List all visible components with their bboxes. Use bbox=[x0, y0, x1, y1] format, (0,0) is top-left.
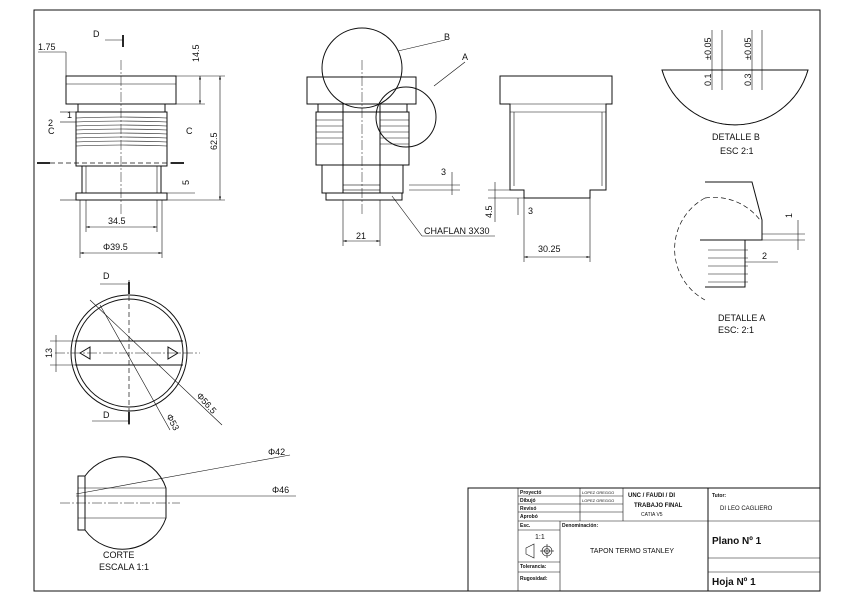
front-dim-2: 2 bbox=[48, 118, 53, 128]
front-dim-1-75: 1.75 bbox=[38, 42, 56, 52]
side-label-b: B bbox=[444, 32, 450, 42]
detail-a-circle bbox=[375, 86, 437, 148]
side-label-a: A bbox=[462, 52, 468, 62]
front-section-c-right: C bbox=[186, 126, 193, 136]
tb-row-label-reviso: Revisó bbox=[520, 506, 536, 512]
top-dim-53: Φ53 bbox=[164, 412, 181, 432]
section-dim-30-25: 30.25 bbox=[538, 244, 561, 254]
top-dim-56-5: Φ56.5 bbox=[195, 391, 219, 416]
detail-b-tol-right: ±0.05 bbox=[743, 38, 753, 60]
side-thread-lines bbox=[316, 119, 409, 145]
corte-dim-42: Φ42 bbox=[268, 447, 285, 457]
side-chamfer-note: CHAFLAN 3X30 bbox=[424, 226, 490, 236]
front-dim-62-5: 62.5 bbox=[209, 132, 219, 150]
detail-b-title: DETALLE B bbox=[712, 132, 760, 142]
detail-a-title: DETALLE A bbox=[718, 313, 765, 323]
front-section-c-left: C bbox=[48, 126, 55, 136]
front-dim-39-5: Φ39.5 bbox=[103, 242, 128, 252]
tb-hoja: Hoja Nº 1 bbox=[712, 577, 756, 588]
side-dim-3: 3 bbox=[441, 167, 446, 177]
detail-b-circle bbox=[321, 27, 403, 109]
tb-tutor-label: Tutor: bbox=[712, 493, 726, 499]
side-dim-21: 21 bbox=[356, 231, 366, 241]
front-dim-14-5: 14.5 bbox=[191, 44, 201, 62]
section-view: 4.5 3 30.25 bbox=[484, 75, 613, 262]
tb-institution: UNC / FAUDI / DI bbox=[628, 493, 675, 499]
top-dim-13: 13 bbox=[44, 348, 54, 358]
front-view: D 1.75 C C bbox=[37, 29, 225, 258]
detail-b-val-left: 0.1 bbox=[703, 73, 713, 86]
tb-row-label-aprobo: Aprobó bbox=[520, 514, 538, 520]
title-block: Proyectó LOPEZ GREGGO Dibujó LOPEZ GREGG… bbox=[467, 487, 821, 592]
side-view: B A 3 21 CHAFLAN 3X30 bbox=[306, 27, 495, 246]
tb-work: TRABAJO FINAL bbox=[634, 503, 683, 509]
tb-row-value-dibujo: LOPEZ GREGGO bbox=[582, 498, 614, 503]
front-dim-34-5: 34.5 bbox=[108, 216, 126, 226]
sheet-border bbox=[33, 9, 821, 592]
tb-row-label-proyecto: Proyectó bbox=[520, 490, 541, 496]
detail-b-val-right: 0.3 bbox=[743, 73, 753, 86]
section-dim-4-5: 4.5 bbox=[484, 205, 494, 218]
corte-view: Φ42 Φ46 CORTE ESCALA 1:1 bbox=[60, 447, 296, 572]
detail-a-dim-1: 1 bbox=[784, 213, 794, 218]
detail-a-view: 1 2 DETALLE A ESC: 2:1 bbox=[674, 181, 805, 335]
corte-scale: ESCALA 1:1 bbox=[99, 562, 149, 572]
tb-row-value-proyecto: LOPEZ GREGGO bbox=[582, 490, 614, 495]
section-dim-3: 3 bbox=[528, 206, 533, 216]
tb-esc-value: 1:1 bbox=[535, 534, 545, 541]
tb-denominacion-label: Denominación: bbox=[562, 523, 598, 529]
front-dim-5: 5 bbox=[181, 180, 191, 185]
tb-esc-label: Esc. bbox=[520, 523, 531, 529]
tb-tolerancia-label: Tolerancia: bbox=[520, 564, 547, 570]
tb-plano: Plano Nº 1 bbox=[712, 536, 762, 547]
top-letter-d-top: D bbox=[103, 271, 110, 281]
detail-b-view: ±0.05 0.1 ±0.05 0.3 DETALLE B ESC 2:1 bbox=[661, 30, 809, 156]
front-section-letter-d: D bbox=[93, 29, 100, 39]
corte-title: CORTE bbox=[103, 550, 134, 560]
tb-tutor: DI LEO CAGLIERO bbox=[720, 506, 773, 512]
tb-row-label-dibujo: Dibujó bbox=[520, 498, 536, 504]
tb-denominacion: TAPON TERMO STANLEY bbox=[590, 548, 674, 555]
front-thread-lines bbox=[75, 116, 168, 147]
tb-rugosidad-label: Rugosidad: bbox=[520, 576, 548, 582]
detail-b-scale: ESC 2:1 bbox=[720, 146, 754, 156]
detail-a-scale: ESC: 2:1 bbox=[718, 325, 754, 335]
corte-dim-46: Φ46 bbox=[272, 485, 289, 495]
tb-software: CATIA V5 bbox=[641, 512, 663, 518]
detail-a-dim-2: 2 bbox=[762, 251, 767, 261]
top-view: D D 13 Φ56.5 Φ53 bbox=[44, 271, 223, 432]
front-dim-1: 1 bbox=[67, 110, 72, 120]
top-letter-d-bottom: D bbox=[103, 410, 110, 420]
detail-b-tol-left: ±0.05 bbox=[703, 38, 713, 60]
projection-symbol-icon bbox=[525, 543, 554, 559]
